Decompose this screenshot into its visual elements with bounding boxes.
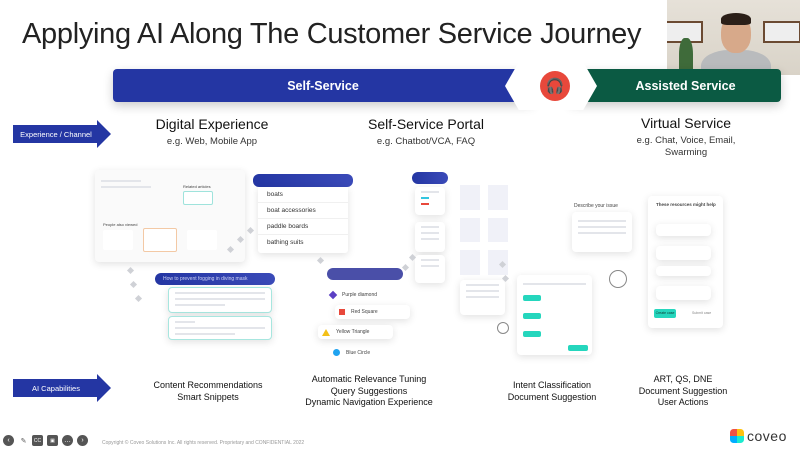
capability-item: Document Suggestion: [507, 391, 597, 402]
shape-item-purple: Purple diamond: [328, 290, 378, 300]
presenter-webcam: [667, 0, 800, 75]
facet-panel: [415, 222, 445, 252]
shape-item-blue: Blue Circle: [333, 349, 370, 356]
suggestion-item: bathing suits: [267, 239, 304, 246]
presenter-view-button[interactable]: ▣: [47, 435, 58, 446]
column-digital-experience: Digital Experience e.g. Web, Mobile App: [132, 116, 292, 148]
ai-capabilities-label: AI Capabilities: [13, 379, 99, 397]
previous-slide-button[interactable]: ‹: [3, 435, 14, 446]
column-heading: Self-Service Portal: [368, 116, 484, 132]
wall-frame: [763, 21, 800, 43]
headset-icon: 🎧: [540, 71, 570, 101]
suggestion-item: paddle boards: [258, 219, 348, 235]
smart-snippet-card: [168, 287, 272, 313]
slide-title: Applying AI Along The Customer Service J…: [22, 18, 642, 50]
result-card: [168, 316, 272, 340]
portal-search-bar: [412, 172, 448, 184]
shape-item-red: Red Square: [335, 305, 410, 319]
ai-capabilities-arrow: AI Capabilities: [13, 374, 111, 402]
capability-item: Automatic Relevance Tuning: [311, 374, 427, 384]
coveo-logo-text: coveo: [747, 428, 787, 444]
resources-help-card: These resources might help Create case S…: [648, 196, 723, 328]
suggestion-item: boats: [258, 187, 348, 203]
next-slide-button[interactable]: ›: [77, 435, 88, 446]
query-suggestions-dropdown: boats boat accessories paddle boards bat…: [258, 187, 348, 253]
column-subtitle: e.g. Web, Mobile App: [166, 136, 258, 147]
capabilities-intent: Intent Classification Document Suggestio…: [472, 380, 632, 403]
shape-label: Blue Circle: [346, 349, 371, 356]
column-subtitle: e.g. Chatbot/VCA, FAQ: [376, 136, 476, 147]
capability-item: Document Suggestion: [638, 385, 728, 396]
resources-help-label: These resources might help: [656, 202, 716, 207]
column-heading: Digital Experience: [155, 116, 269, 132]
experience-channel-label: Experience / Channel: [13, 125, 99, 143]
capability-item: ART, QS, DNE: [653, 374, 713, 384]
facet-panel: [415, 255, 445, 283]
people-viewed-label: People also viewed: [103, 222, 138, 227]
results-grid: [460, 185, 508, 275]
coveo-logo: coveo: [730, 428, 787, 444]
capability-item: Smart Snippets: [177, 391, 239, 402]
shape-label: Purple diamond: [342, 292, 378, 298]
describe-issue-label: Describe your issue: [574, 203, 618, 209]
assisted-service-band: Assisted Service: [570, 69, 781, 102]
column-subtitle: Swarming: [664, 147, 708, 158]
coveo-logo-mark: [730, 429, 744, 443]
chat-mockup: [460, 280, 505, 315]
more-options-button[interactable]: …: [62, 435, 73, 446]
web-page-mockup: Related articles People also viewed: [95, 170, 245, 262]
search-query-bar: How to prevent fogging in diving mask: [155, 273, 275, 285]
fingerprint-icon: [497, 322, 509, 334]
shape-label: Red Square: [351, 309, 378, 315]
facet-panel: [415, 187, 445, 215]
self-service-band: Self-Service: [113, 69, 533, 102]
shape-item-yellow: Yellow Triangle: [318, 325, 393, 339]
shape-label: Yellow Triangle: [336, 329, 370, 335]
create-case-button: Create case: [654, 309, 676, 318]
related-articles-label: Related articles: [183, 184, 211, 189]
submit-case-link: Submit case: [692, 311, 712, 315]
resource-item: [656, 286, 711, 300]
assisted-service-label: Assisted Service: [635, 79, 736, 93]
capability-item: Intent Classification: [512, 380, 592, 390]
resource-item: [656, 246, 711, 260]
resource-item: [656, 224, 711, 236]
issue-form: [517, 275, 592, 355]
capabilities-portal: Automatic Relevance Tuning Query Suggest…: [289, 374, 449, 409]
experience-channel-arrow: Experience / Channel: [13, 120, 111, 148]
suggestion-item: boat accessories: [258, 203, 348, 219]
captions-button[interactable]: CC: [32, 435, 43, 446]
column-virtual-service: Virtual Service e.g. Chat, Voice, Email,…: [606, 115, 766, 159]
describe-issue-card: Describe your issue: [572, 203, 632, 252]
shape-search-bar: [327, 268, 403, 280]
pen-tool-button[interactable]: ✎: [20, 437, 27, 445]
column-self-service-portal: Self-Service Portal e.g. Chatbot/VCA, FA…: [346, 116, 506, 148]
column-subtitle: e.g. Chat, Voice, Email,: [636, 135, 736, 146]
copyright-footer: Copyright © Coveo Solutions Inc. All rig…: [102, 440, 305, 446]
capabilities-virtual: ART, QS, DNE Document Suggestion User Ac…: [603, 374, 763, 409]
capabilities-digital: Content Recommendations Smart Snippets: [128, 380, 288, 403]
self-service-label: Self-Service: [287, 79, 359, 93]
presenter-hair: [721, 13, 751, 25]
fingerprint-icon: [609, 270, 627, 288]
capability-item: Content Recommendations: [153, 380, 263, 390]
plant: [679, 38, 693, 75]
capability-item: User Actions: [657, 397, 709, 407]
resource-item: [656, 266, 711, 276]
capability-item: Dynamic Navigation Experience: [305, 397, 433, 407]
capability-item: Query Suggestions: [330, 385, 408, 396]
column-heading: Virtual Service: [640, 115, 731, 131]
search-input: [253, 174, 353, 187]
